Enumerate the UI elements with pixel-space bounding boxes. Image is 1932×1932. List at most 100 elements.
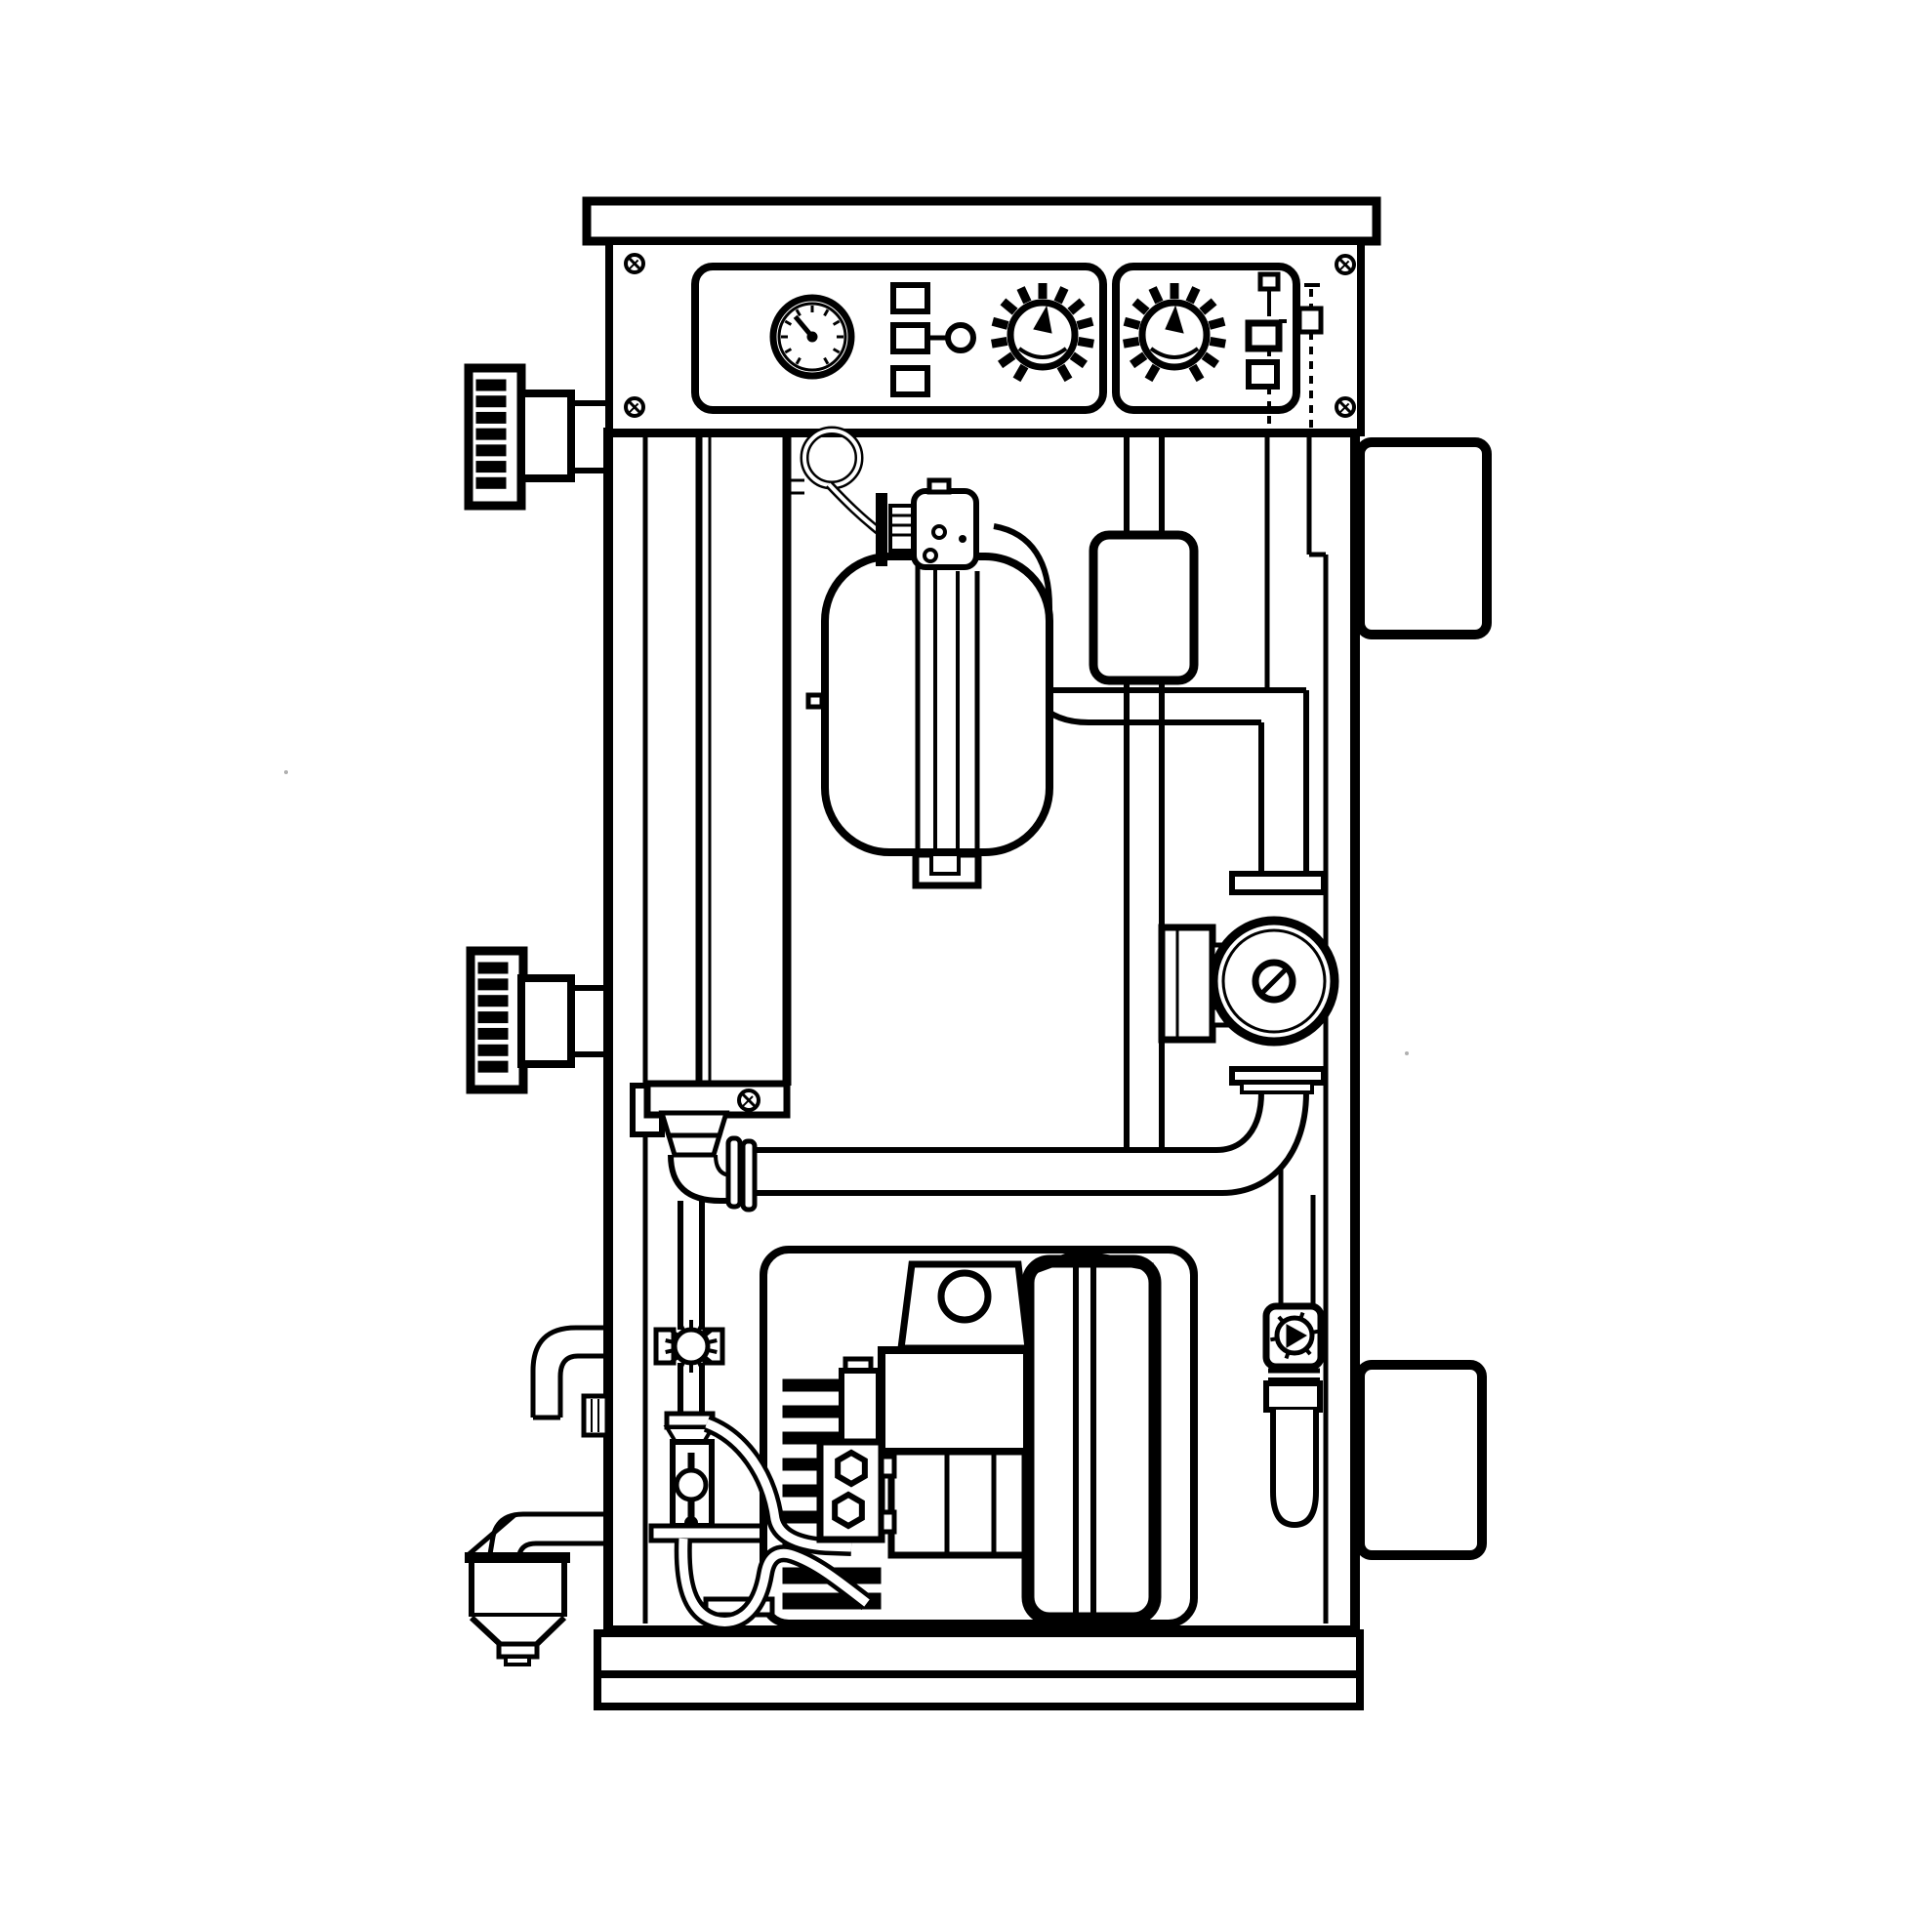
tick [795,356,802,365]
filter-bowl [1270,1410,1319,1529]
tick [784,319,793,326]
expansion-vessel [805,553,1053,889]
connector-collars [517,390,608,1068]
tick [1012,363,1029,383]
unit-port [923,548,938,563]
tick [1148,286,1164,305]
burner-fin [782,1405,841,1418]
tick [1123,316,1141,330]
connector-fin [477,1060,509,1073]
vent-body [1263,1380,1323,1413]
tick [1199,298,1217,315]
hx-bottom-plate [643,1080,791,1119]
screw-slot [1338,402,1350,414]
screw-slot [1338,260,1350,271]
plate-hex-nuts [832,1449,868,1530]
pump-volute [1209,916,1339,1047]
ignition-cable-core [678,1538,870,1626]
auto-air-vent-assembly [1262,1168,1325,1529]
external-drain-pipe [530,1325,610,1438]
tick [1069,351,1088,369]
connector-fin [477,1027,509,1040]
screw-slot [628,259,639,270]
canister-top-seam [1028,1249,1154,1276]
union-bar [664,1411,716,1430]
tick [1201,351,1219,369]
panel-button [890,282,930,314]
siphon-nub [504,1655,531,1666]
tick [1130,351,1148,369]
siphon-strut [465,1513,516,1558]
wall-grommet [581,1393,610,1438]
flue-air-connectors [464,363,528,1094]
burner-assembly [703,1246,1198,1627]
flexible-hoses [674,1415,873,1631]
plinth-lower-band [594,1670,1364,1710]
tick [832,348,841,354]
pump-top-flange [1229,871,1327,895]
tick [991,316,1009,330]
air-pressure-switch [1089,435,1199,1150]
wiring-connector-box [1296,306,1324,335]
tick [1067,298,1086,315]
heat-exchanger-column [630,435,792,1137]
tick [1185,286,1201,305]
siphon-inlet-inner [516,1541,607,1555]
fan-bracket [897,1260,1032,1352]
plate-lug [879,1454,897,1479]
knob-skirt [1149,347,1200,359]
tick [1000,298,1018,315]
tick [1131,298,1150,315]
pump-outlet-elbow-outer [1221,1091,1309,1196]
cock-hub [672,1327,711,1366]
wiring-terminal-aux [1246,359,1280,390]
tick [1076,316,1094,330]
burner-fin [782,1458,819,1471]
tick [1056,363,1073,383]
drain-crook-outer [530,1325,607,1418]
tick [1123,336,1140,349]
switch-box [1089,530,1199,685]
connector-fin [475,428,507,440]
hx-outlet-elbow [658,1110,758,1213]
connector-fin [475,444,507,457]
burner-fin [782,1510,819,1524]
pump-face [1221,928,1327,1034]
connector-fin [475,379,507,391]
screw-slot [742,1095,754,1107]
tick [1016,286,1032,305]
control-panel [624,253,1356,1112]
indicator-buttons [890,282,930,397]
paper-specks [284,770,1409,1055]
vent-arrow [1286,1324,1308,1348]
knob-pointer [1033,305,1052,334]
connector-collar-bottom [517,974,575,1068]
pump-bottom-flange-2 [1240,1081,1314,1094]
tick [832,319,841,326]
flue-duct-lower-right [1355,1360,1487,1560]
drain-crook-inner [557,1353,607,1418]
connector-collar-top [517,390,575,482]
condensate-siphon [465,1511,607,1666]
lamp-bulb[interactable] [945,322,976,353]
paper-speck [1405,1051,1409,1055]
knob-skirt [1017,347,1068,359]
mounting-bracket-bar [648,1523,765,1543]
vessel-foot-notch [929,852,961,876]
connector-fin [475,461,507,473]
pump-screw-slot [1260,967,1288,995]
elbow-flange [740,1138,758,1213]
unit-port [931,524,947,540]
tick [784,348,793,354]
tick [1209,336,1226,349]
burner-fin [782,1484,819,1498]
unit-mount-bar [876,493,887,566]
connector-fin [475,411,507,424]
union-nut [665,1132,723,1158]
gas-train [648,1201,765,1543]
screw-slot [628,402,639,414]
siphon-cone [469,1615,504,1648]
plinth-upper-band [594,1629,1364,1678]
siphon-flange [465,1552,570,1563]
